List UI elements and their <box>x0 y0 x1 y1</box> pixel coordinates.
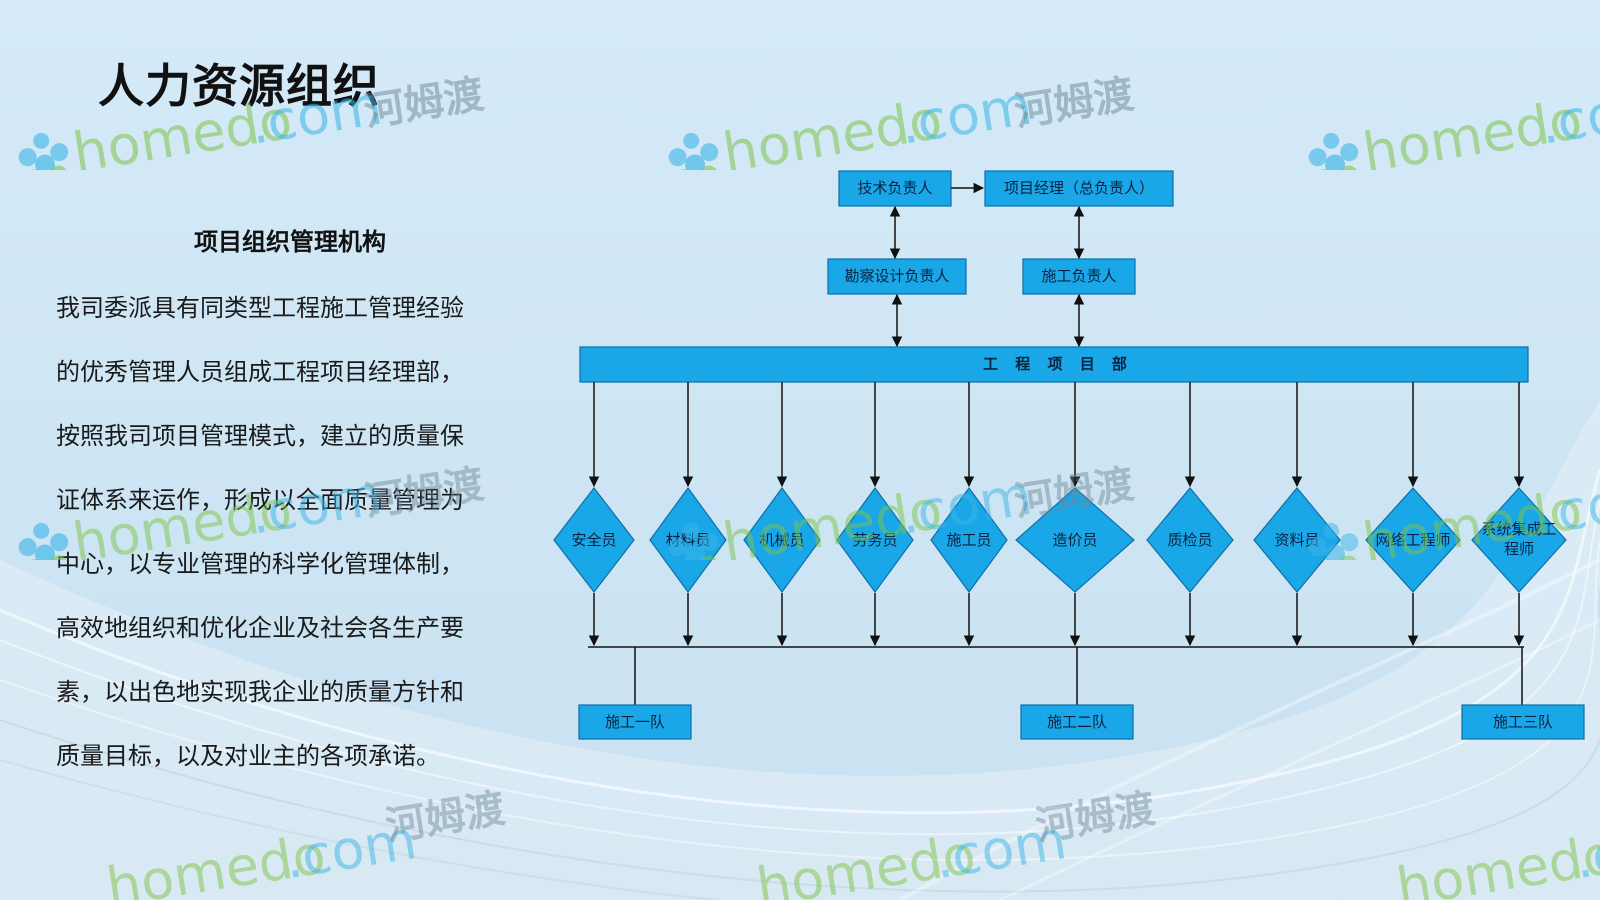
role-label: 施工员 <box>946 531 991 549</box>
team-label: 施工三队 <box>1493 713 1553 731</box>
role-diamond-material: 材料员 <box>649 486 727 594</box>
tech-lead-node: 技术负责人 <box>838 170 952 207</box>
role-label: 安全员 <box>571 531 616 549</box>
role-diamond-labor: 劳务员 <box>836 486 914 594</box>
tech-lead-label: 技术负责人 <box>857 179 932 197</box>
construction-lead-label: 施工负责人 <box>1041 267 1116 285</box>
paragraph-line: 的优秀管理人员组成工程项目经理部， <box>56 358 464 386</box>
paragraph-line: 高效地组织和优化企业及社会各生产要 <box>56 614 464 642</box>
role-label: 机械员 <box>759 531 804 549</box>
department-bar: 工 程 项 目 部 <box>579 346 1529 383</box>
role-label: 劳务员 <box>852 531 897 549</box>
role-diamond-construction: 施工员 <box>930 486 1008 594</box>
description-paragraph: 我司委派具有同类型工程施工管理经验 的优秀管理人员组成工程项目经理部， 按照我司… <box>56 276 518 788</box>
role-label: 系统集成工 <box>1481 520 1556 538</box>
role-diamond-safety: 安全员 <box>553 487 635 593</box>
survey-design-lead-label: 勘察设计负责人 <box>844 267 949 285</box>
role-diamond-cost: 造价员 <box>1015 487 1135 593</box>
role-diamond-integration: 系统集成工 程师 <box>1471 487 1567 593</box>
paragraph-line: 证体系来运作，形成以全面质量管理为 <box>56 486 464 514</box>
survey-design-lead-node: 勘察设计负责人 <box>827 258 967 295</box>
role-label: 网络工程师 <box>1375 531 1450 549</box>
role-diamond-network: 网络工程师 <box>1365 487 1461 593</box>
section-subtitle: 项目组织管理机构 <box>194 228 386 256</box>
role-label: 材料员 <box>665 531 710 549</box>
role-label: 造价员 <box>1052 531 1097 549</box>
team-label: 施工二队 <box>1047 713 1107 731</box>
team-node-2: 施工二队 <box>1020 704 1134 740</box>
role-label: 质检员 <box>1167 531 1212 549</box>
paragraph-line: 按照我司项目管理模式，建立的质量保 <box>56 422 464 450</box>
paragraph-line: 我司委派具有同类型工程施工管理经验 <box>56 294 464 322</box>
paragraph-line: 素，以出色地实现我企业的质量方针和 <box>56 678 464 706</box>
role-diamond-machinery: 机械员 <box>743 486 821 594</box>
project-manager-label: 项目经理（总负责人） <box>1004 179 1154 197</box>
team-node-1: 施工一队 <box>578 704 692 740</box>
team-node-3: 施工三队 <box>1461 704 1585 740</box>
project-manager-node: 项目经理（总负责人） <box>984 170 1174 207</box>
role-label: 资料员 <box>1274 531 1319 549</box>
paragraph-line: 中心，以专业管理的科学化管理体制， <box>56 550 464 578</box>
page-title: 人力资源组织 <box>98 59 380 113</box>
department-label: 工 程 项 目 部 <box>983 355 1133 373</box>
role-diamond-quality: 质检员 <box>1146 487 1234 593</box>
construction-lead-node: 施工负责人 <box>1022 258 1136 295</box>
role-diamond-document: 资料员 <box>1253 487 1341 593</box>
team-label: 施工一队 <box>605 713 665 731</box>
role-label-line2: 程师 <box>1504 540 1534 558</box>
paragraph-line: 质量目标，以及对业主的各项承诺。 <box>56 742 440 770</box>
